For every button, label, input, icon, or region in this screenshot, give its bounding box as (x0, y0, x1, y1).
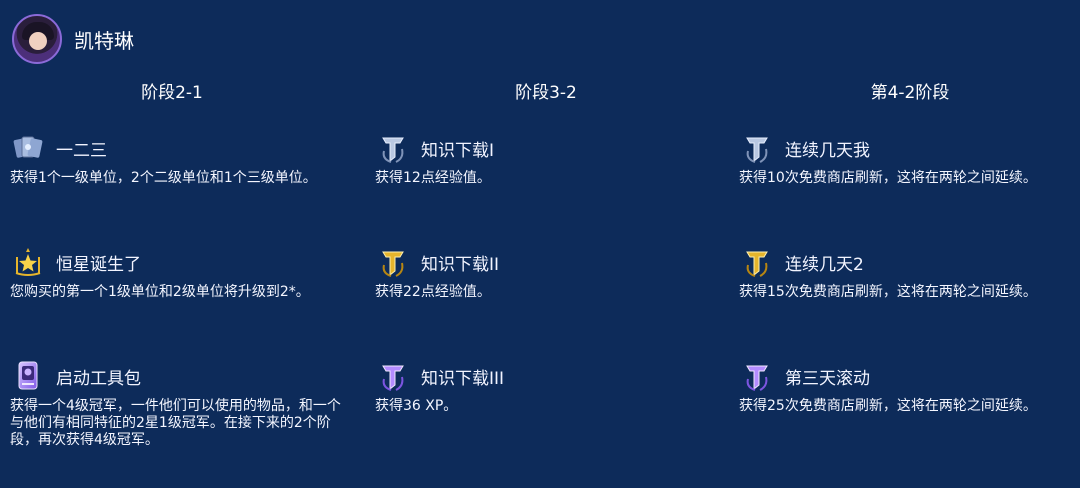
stage-title: 第4-2阶段 (870, 83, 950, 103)
augment-title: 知识下载III (421, 368, 505, 389)
augment-columns: 阶段2-1 一二三 获得1个一级单位，2个二级单位和1个三级单位。 (0, 78, 1080, 488)
augment-description: 获得15次免费商店刷新，这将在两轮之间延续。 (739, 284, 1037, 300)
download-prismatic-icon (375, 358, 411, 394)
stage-title: 阶段3-2 (515, 83, 577, 103)
augment-item: 一二三 获得1个一级单位，2个二级单位和1个三级单位。 (10, 130, 352, 187)
cards-icon (10, 130, 46, 166)
augment-item: 恒星诞生了 您购买的第一个1级单位和2级单位将升级到2*。 (10, 244, 352, 301)
champion-avatar (12, 14, 62, 64)
augment-title: 第三天滚动 (785, 368, 870, 389)
augment-description: 获得22点经验值。 (375, 284, 491, 300)
stage-title: 阶段2-1 (141, 83, 203, 103)
augment-item: 启动工具包 获得一个4级冠军，一件他们可以使用的物品，和一个与他们有相同特征的2… (10, 358, 352, 449)
augment-title: 知识下载I (421, 140, 495, 161)
streak-silver-icon (739, 130, 775, 166)
download-gold-icon (375, 244, 411, 280)
augment-description: 获得25次免费商店刷新，这将在两轮之间延续。 (739, 398, 1037, 414)
augment-description: 获得12点经验值。 (375, 170, 491, 186)
star-crown-icon (10, 244, 46, 280)
augment-title: 连续几天2 (785, 254, 864, 275)
augment-item: 第三天滚动 获得25次免费商店刷新，这将在两轮之间延续。 (739, 358, 1080, 415)
augment-item: 知识下载I 获得12点经验值。 (375, 130, 717, 187)
streak-prismatic-icon (739, 358, 775, 394)
download-silver-icon (375, 130, 411, 166)
augment-description: 获得1个一级单位，2个二级单位和1个三级单位。 (10, 170, 317, 186)
augment-title: 一二三 (56, 140, 107, 161)
streak-gold-icon (739, 244, 775, 280)
champion-name: 凯特琳 (74, 28, 134, 53)
augment-item: 连续几天2 获得15次免费商店刷新，这将在两轮之间延续。 (739, 244, 1080, 301)
champion-header: 凯特琳 (12, 14, 134, 64)
augment-title: 恒星诞生了 (56, 254, 141, 275)
augment-item: 连续几天我 获得10次免费商店刷新，这将在两轮之间延续。 (739, 130, 1080, 187)
augment-description: 获得36 XP。 (375, 398, 458, 414)
augment-description: 您购买的第一个1级单位和2级单位将升级到2*。 (10, 284, 310, 300)
stage-column-4-2: 第4-2阶段 连续几天我 获得10次免费商店刷新，这将在两轮之间延续。 (739, 78, 1080, 414)
augment-item: 知识下载III 获得36 XP。 (375, 358, 717, 415)
augment-description: 获得一个4级冠军，一件他们可以使用的物品，和一个与他们有相同特征的2星1级冠军。… (10, 398, 341, 448)
augment-title: 连续几天我 (785, 140, 870, 161)
augment-title: 知识下载II (421, 254, 500, 275)
augment-title: 启动工具包 (56, 368, 141, 389)
toolkit-icon (10, 358, 46, 394)
augment-item: 知识下载II 获得22点经验值。 (375, 244, 717, 301)
stage-column-3-2: 阶段3-2 知识下载I 获得12点经验值。 (375, 78, 717, 414)
augment-description: 获得10次免费商店刷新，这将在两轮之间延续。 (739, 170, 1037, 186)
stage-column-2-1: 阶段2-1 一二三 获得1个一级单位，2个二级单位和1个三级单位。 (10, 78, 352, 448)
